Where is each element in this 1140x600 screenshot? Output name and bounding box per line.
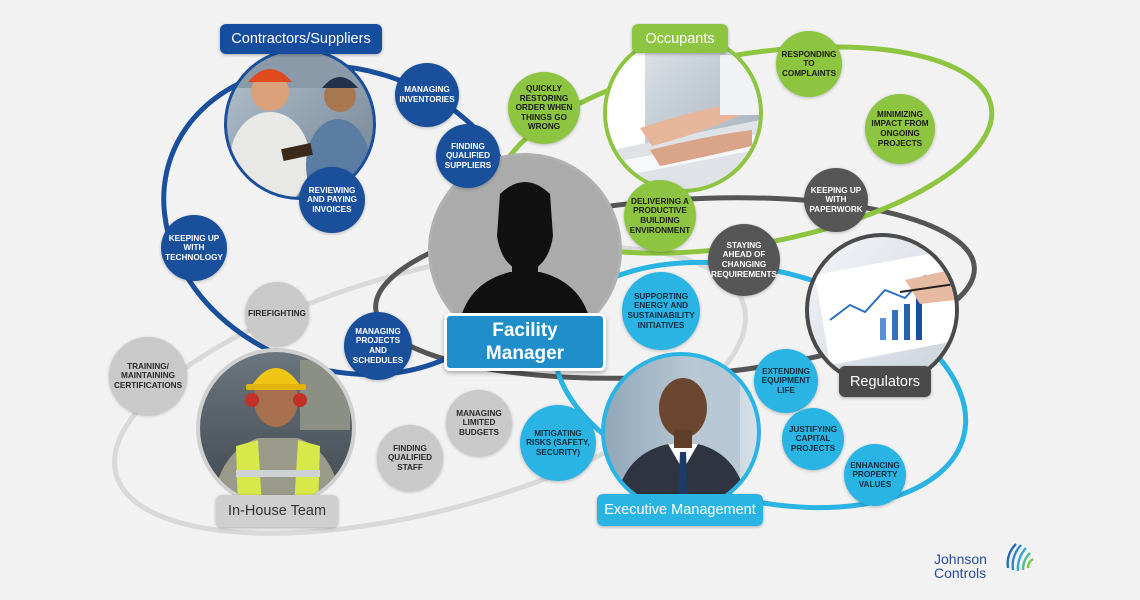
bubble-reviewing-and-paying-invoices: Reviewing and Paying Invoices: [299, 167, 365, 233]
bubble-extending-equipment-life: Extending Equipment Life: [754, 349, 818, 413]
johnson-controls-logo: Johnson Controls: [934, 540, 1044, 588]
bubble-training-certifications: Training/ Maintaining Certifications: [109, 337, 187, 415]
bubble-managing-limited-budgets: Managing Limited Budgets: [446, 390, 512, 456]
contractors-suppliers-label: Contractors/Suppliers: [220, 24, 382, 54]
facility-manager-label: Facility Manager: [444, 313, 606, 371]
bubble-keeping-up-with-paperwork: Keeping Up With Paperwork: [804, 168, 868, 232]
logo-line2: Controls: [934, 565, 987, 581]
in-house-team-label: In-House Team: [216, 495, 338, 527]
bubble-enhancing-property-values: Enhancing Property Values: [844, 444, 906, 506]
bubble-managing-inventories: Managing Inventories: [395, 63, 459, 127]
johnson-controls-logo-mark: [1006, 543, 1034, 572]
occupants-photo: [603, 33, 763, 193]
bubble-supporting-energy: Supporting Energy and Sustainability Ini…: [622, 272, 700, 350]
logo-line1: Johnson: [934, 551, 987, 567]
bubble-staying-ahead-of-requirements: Staying Ahead of Changing Requirements: [708, 224, 780, 296]
bubble-finding-qualified-staff: Finding Qualified Staff: [377, 425, 443, 491]
bubble-finding-qualified-suppliers: Finding Qualified Suppliers: [436, 124, 500, 188]
bubble-quickly-restoring-order: Quickly Restoring Order When Things Go W…: [508, 72, 580, 144]
bubble-justifying-capital-projects: Justifying Capital Projects: [782, 408, 844, 470]
bubble-mitigating-risks: Mitigating Risks (Safety, Security): [520, 405, 596, 481]
bubble-responding-to-complaints: Responding to Complaints: [776, 31, 842, 97]
regulators-label: Regulators: [839, 366, 931, 397]
inhouse-photo: [196, 348, 356, 508]
logo-text: Johnson Controls: [934, 552, 987, 580]
facility-manager-title-line2: Manager: [485, 343, 565, 364]
bubble-delivering-productive-environment: Delivering a Productive Building Environ…: [624, 180, 696, 252]
executive-photo: [601, 352, 761, 512]
executive-management-label: Executive Management: [597, 494, 763, 526]
regulators-photo: [805, 233, 959, 387]
bubble-keeping-up-with-technology: Keeping Up With Technology: [161, 215, 227, 281]
person-silhouette-icon: [428, 153, 622, 347]
bubble-managing-projects-and-schedules: Managing Projects and Schedules: [344, 312, 412, 380]
bubble-minimizing-impact: Minimizing Impact From Ongoing Projects: [865, 94, 935, 164]
occupants-label: Occupants: [632, 24, 728, 53]
bubble-firefighting: Firefighting: [245, 282, 309, 346]
facility-manager-title-line1: Facility: [492, 320, 558, 341]
